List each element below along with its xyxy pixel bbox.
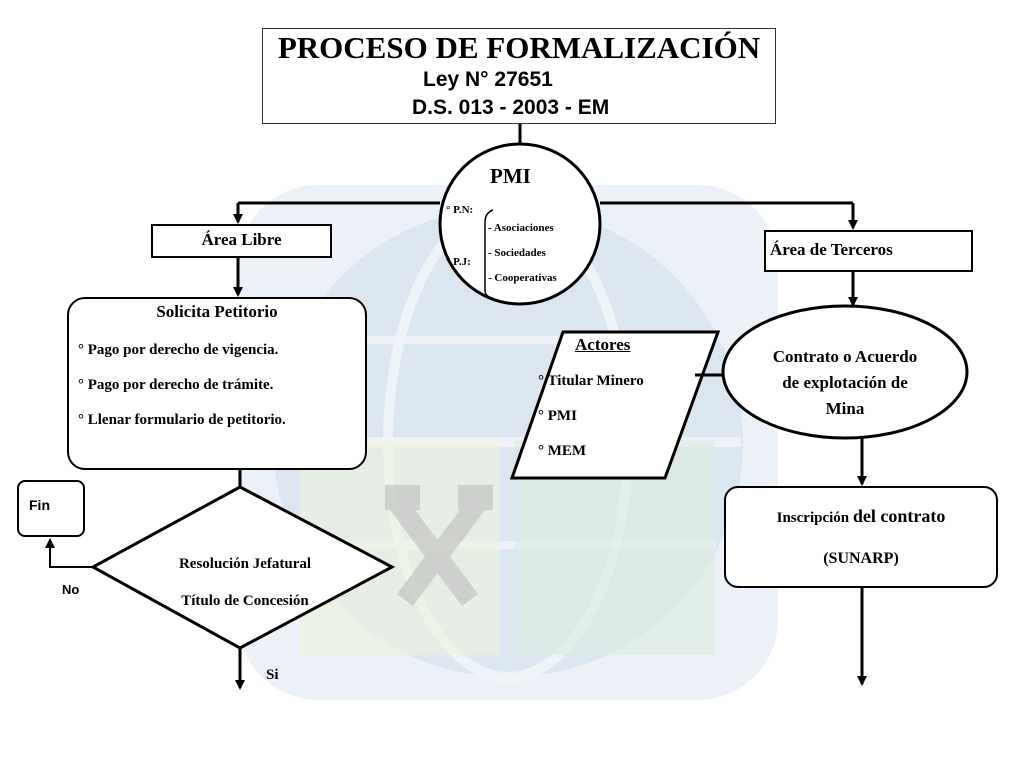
actores-title: Actores bbox=[575, 335, 631, 354]
area-terceros-box bbox=[764, 230, 973, 272]
pmi-pn-label: ° P.N: bbox=[446, 204, 474, 216]
title-box bbox=[262, 28, 776, 124]
pmi-title: PMI bbox=[490, 164, 531, 188]
solicita-petitorio-title: Solicita Petitorio bbox=[156, 302, 278, 321]
actor-titular-minero: ° Titular Minero bbox=[538, 373, 644, 389]
area-libre-box bbox=[151, 224, 332, 258]
pmi-entity-cooperativas: - Cooperativas bbox=[488, 272, 557, 284]
law-number: Ley N° 27651 bbox=[423, 68, 553, 91]
decree-number: D.S. 013 - 2003 - EM bbox=[412, 96, 610, 119]
solicita-petitorio-box bbox=[67, 297, 367, 470]
actor-pmi: ° PMI bbox=[538, 408, 577, 424]
solicita-item-vigencia: ° Pago por derecho de vigencia. bbox=[78, 342, 279, 358]
fin-box bbox=[17, 480, 85, 537]
pmi-entity-asociaciones: - Asociaciones bbox=[488, 222, 554, 234]
contrato-label: Contrato o Acuerdo de explotación de Min… bbox=[725, 344, 965, 422]
contrato-line-2: de explotación de bbox=[782, 373, 908, 392]
actor-mem: ° MEM bbox=[538, 443, 587, 459]
solicita-item-formulario: ° Llenar formulario de petitorio. bbox=[78, 412, 286, 428]
contrato-line-1: Contrato o Acuerdo bbox=[772, 347, 918, 366]
inscripcion-label: Inscripción del contrato bbox=[724, 506, 998, 527]
solicita-item-tramite: ° Pago por derecho de trámite. bbox=[78, 377, 274, 393]
sunarp-label: (SUNARP) bbox=[823, 550, 899, 567]
page-title: PROCESO DE FORMALIZACIÓN bbox=[277, 30, 761, 65]
connector-decision-no bbox=[45, 538, 93, 568]
area-libre-label: Área Libre bbox=[201, 230, 282, 249]
decision-line-1: Resolución Jefatural bbox=[178, 556, 312, 572]
inscripcion-box bbox=[724, 486, 998, 588]
contrato-ellipse bbox=[721, 304, 969, 440]
area-terceros-label: Área de Terceros bbox=[770, 240, 893, 259]
fin-label: Fin bbox=[29, 497, 50, 513]
pick-hammer-icon bbox=[385, 485, 493, 606]
decision-line-2: Título de Concesión bbox=[181, 593, 309, 609]
contrato-line-3: Mina bbox=[825, 399, 865, 418]
pmi-entity-sociedades: - Sociedades bbox=[488, 247, 546, 259]
decision-si-label: Si bbox=[266, 667, 279, 683]
decision-no-label: No bbox=[62, 582, 80, 597]
actores-parallelogram bbox=[509, 330, 721, 480]
decision-label: Resolución Jefatural Título de Concesión bbox=[100, 546, 390, 620]
pmi-circle bbox=[438, 142, 602, 306]
inscripcion-prefix: Inscripción bbox=[776, 510, 850, 526]
pmi-pj-label: ° P.J: bbox=[446, 256, 471, 268]
inscripcion-rest: del contrato bbox=[852, 506, 946, 526]
